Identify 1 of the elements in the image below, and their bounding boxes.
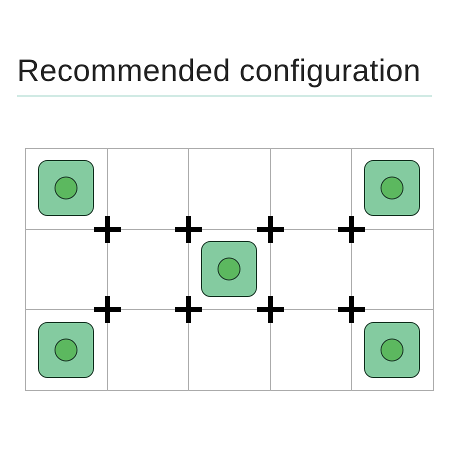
title: Recommended configuration [17,52,421,90]
